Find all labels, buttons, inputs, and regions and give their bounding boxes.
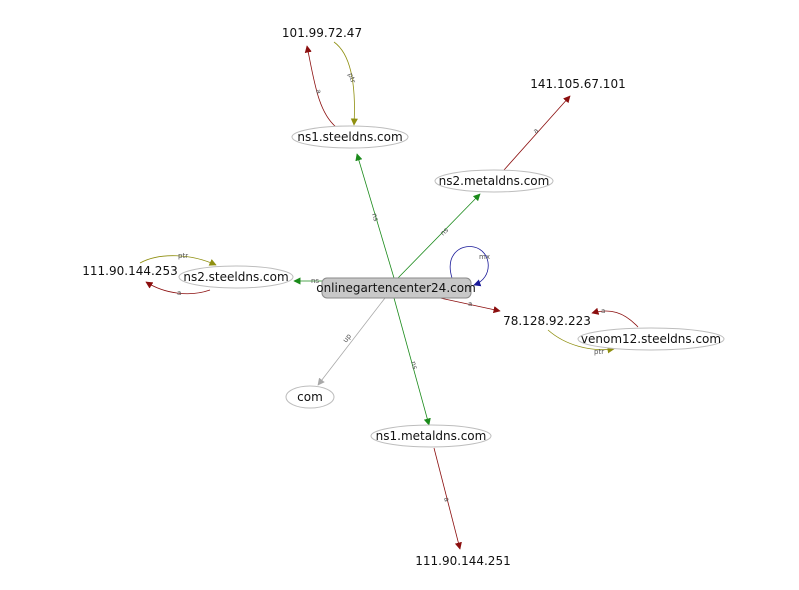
edge-ns1-steeldns-ip-101: a (304, 45, 337, 128)
node-ip-101-99-72-47[interactable]: 101.99.72.47 (282, 26, 362, 40)
node-label: onlinegartencenter24.com (316, 281, 476, 295)
edge-label-ns: ns (370, 212, 380, 222)
node-label: ns2.steeldns.com (183, 270, 288, 284)
node-label: ns1.steeldns.com (297, 130, 402, 144)
node-ns1-steeldns[interactable]: ns1.steeldns.com (291, 125, 409, 149)
edge-label-a: a (442, 496, 451, 502)
edge-label-ptr: ptr (346, 72, 357, 84)
edge-ns2-steeldns-ip-111-253: a (145, 281, 211, 297)
edge-label-ns: ns (439, 226, 451, 238)
edge-label-ptr: ptr (178, 252, 188, 260)
edge-label-a: a (468, 300, 472, 308)
node-ip-141-105-67-101[interactable]: 141.105.67.101 (530, 77, 625, 91)
edge-label-a: a (532, 127, 541, 136)
node-ip-111-90-144-253[interactable]: 111.90.144.253 (82, 264, 177, 278)
node-ns2-metaldns[interactable]: ns2.metaldns.com (434, 169, 554, 193)
edge-center-ip-78: a (439, 297, 501, 314)
node-ns2-steeldns[interactable]: ns2.steeldns.com (178, 265, 294, 289)
edge-center-ns1-metaldns: ns (393, 297, 431, 426)
edge-label-mx: mx (479, 253, 490, 261)
node-com[interactable]: com (285, 385, 335, 409)
edge-ip-111-253-ns2-steeldns: ptr (139, 252, 217, 266)
node-ip-111-90-144-251[interactable]: 111.90.144.251 (415, 554, 510, 568)
node-ip-78-128-92-223[interactable]: 78.128.92.223 (503, 314, 591, 328)
edge-label-up: up (341, 332, 353, 344)
edge-center-ns2-metaldns: ns (397, 193, 481, 279)
edge-ip-101-ns1-steeldns: ptr (333, 41, 358, 126)
edge-center-ns1-steeldns: ns (355, 153, 395, 279)
edge-ns1-metaldns-ip-111-251: a (433, 447, 462, 550)
edge-center-ns2-steeldns: ns (293, 277, 322, 285)
edge-label-ns: ns (409, 360, 419, 370)
edge-label-ptr: ptr (594, 348, 604, 356)
edge-label-a: a (314, 88, 323, 94)
edge-center-com: up (317, 297, 386, 386)
node-venom12-steeldns[interactable]: venom12.steeldns.com (577, 327, 725, 351)
node-label: ns2.metaldns.com (439, 174, 550, 188)
edge-label-ns: ns (311, 277, 319, 285)
node-center-domain[interactable]: onlinegartencenter24.com (316, 277, 476, 299)
node-ns1-metaldns[interactable]: ns1.metaldns.com (370, 424, 492, 448)
edge-label-a: a (601, 307, 605, 315)
edge-venom12-ip-78: a (591, 307, 639, 328)
edge-center-mx-loop: mx (449, 246, 490, 287)
edge-ns2-metaldns-ip-141: a (503, 95, 571, 171)
node-label: venom12.steeldns.com (581, 332, 721, 346)
node-label: com (297, 390, 323, 404)
edge-ip-78-venom12: ptr (547, 329, 615, 356)
edge-label-a: a (177, 289, 181, 297)
node-label: ns1.metaldns.com (376, 429, 487, 443)
